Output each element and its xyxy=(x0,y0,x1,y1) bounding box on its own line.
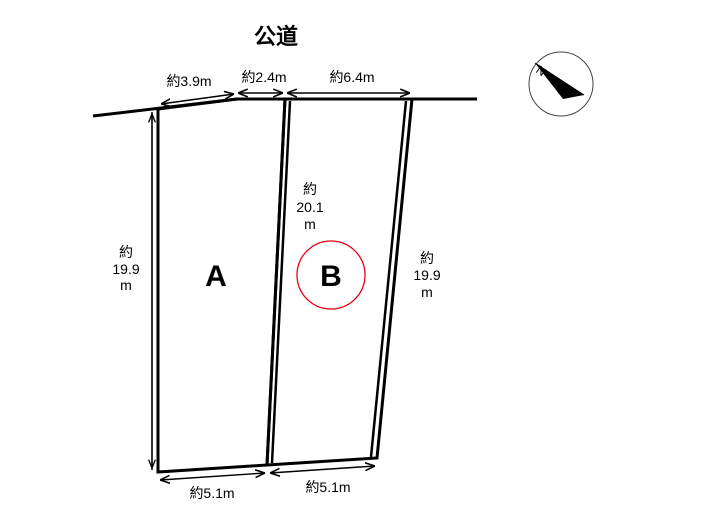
dim-bottom-b: 約5.1m xyxy=(305,479,350,495)
dim-top-a: 約3.9m xyxy=(166,73,211,89)
lot-b-boundary xyxy=(265,97,414,467)
dim-middle: 約 20.1 m xyxy=(296,181,323,232)
lot-b-label: B xyxy=(320,260,342,293)
dim-arrow-top-a xyxy=(161,94,234,104)
svg-text:20.1: 20.1 xyxy=(296,199,323,215)
svg-text:約: 約 xyxy=(119,244,133,260)
svg-text:m: m xyxy=(304,216,316,232)
svg-text:m: m xyxy=(421,284,433,300)
lot-divider-inner-line xyxy=(270,100,292,464)
lot-b-highlight-circle xyxy=(296,240,366,310)
dim-arrow-bottom-b xyxy=(270,466,375,473)
svg-text:約: 約 xyxy=(303,181,317,197)
road-label: 公道 xyxy=(254,24,298,49)
svg-text:約: 約 xyxy=(420,250,434,266)
svg-text:19.9: 19.9 xyxy=(112,261,139,277)
dim-right-b: 約 19.9 m xyxy=(413,250,440,300)
svg-text:19.9: 19.9 xyxy=(413,267,440,283)
dim-top-b-right: 約6.4m xyxy=(329,69,374,85)
dim-top-b-left: 約2.4m xyxy=(241,69,286,85)
dim-bottom-a: 約5.1m xyxy=(189,485,234,501)
north-arrow-icon: N xyxy=(528,51,594,117)
lot-b-right-inner-line xyxy=(369,100,408,458)
svg-text:m: m xyxy=(120,277,132,293)
lot-a-label: A xyxy=(205,260,227,293)
dim-arrow-bottom-a xyxy=(160,473,265,480)
dim-left-a: 約 19.9 m xyxy=(112,244,139,293)
